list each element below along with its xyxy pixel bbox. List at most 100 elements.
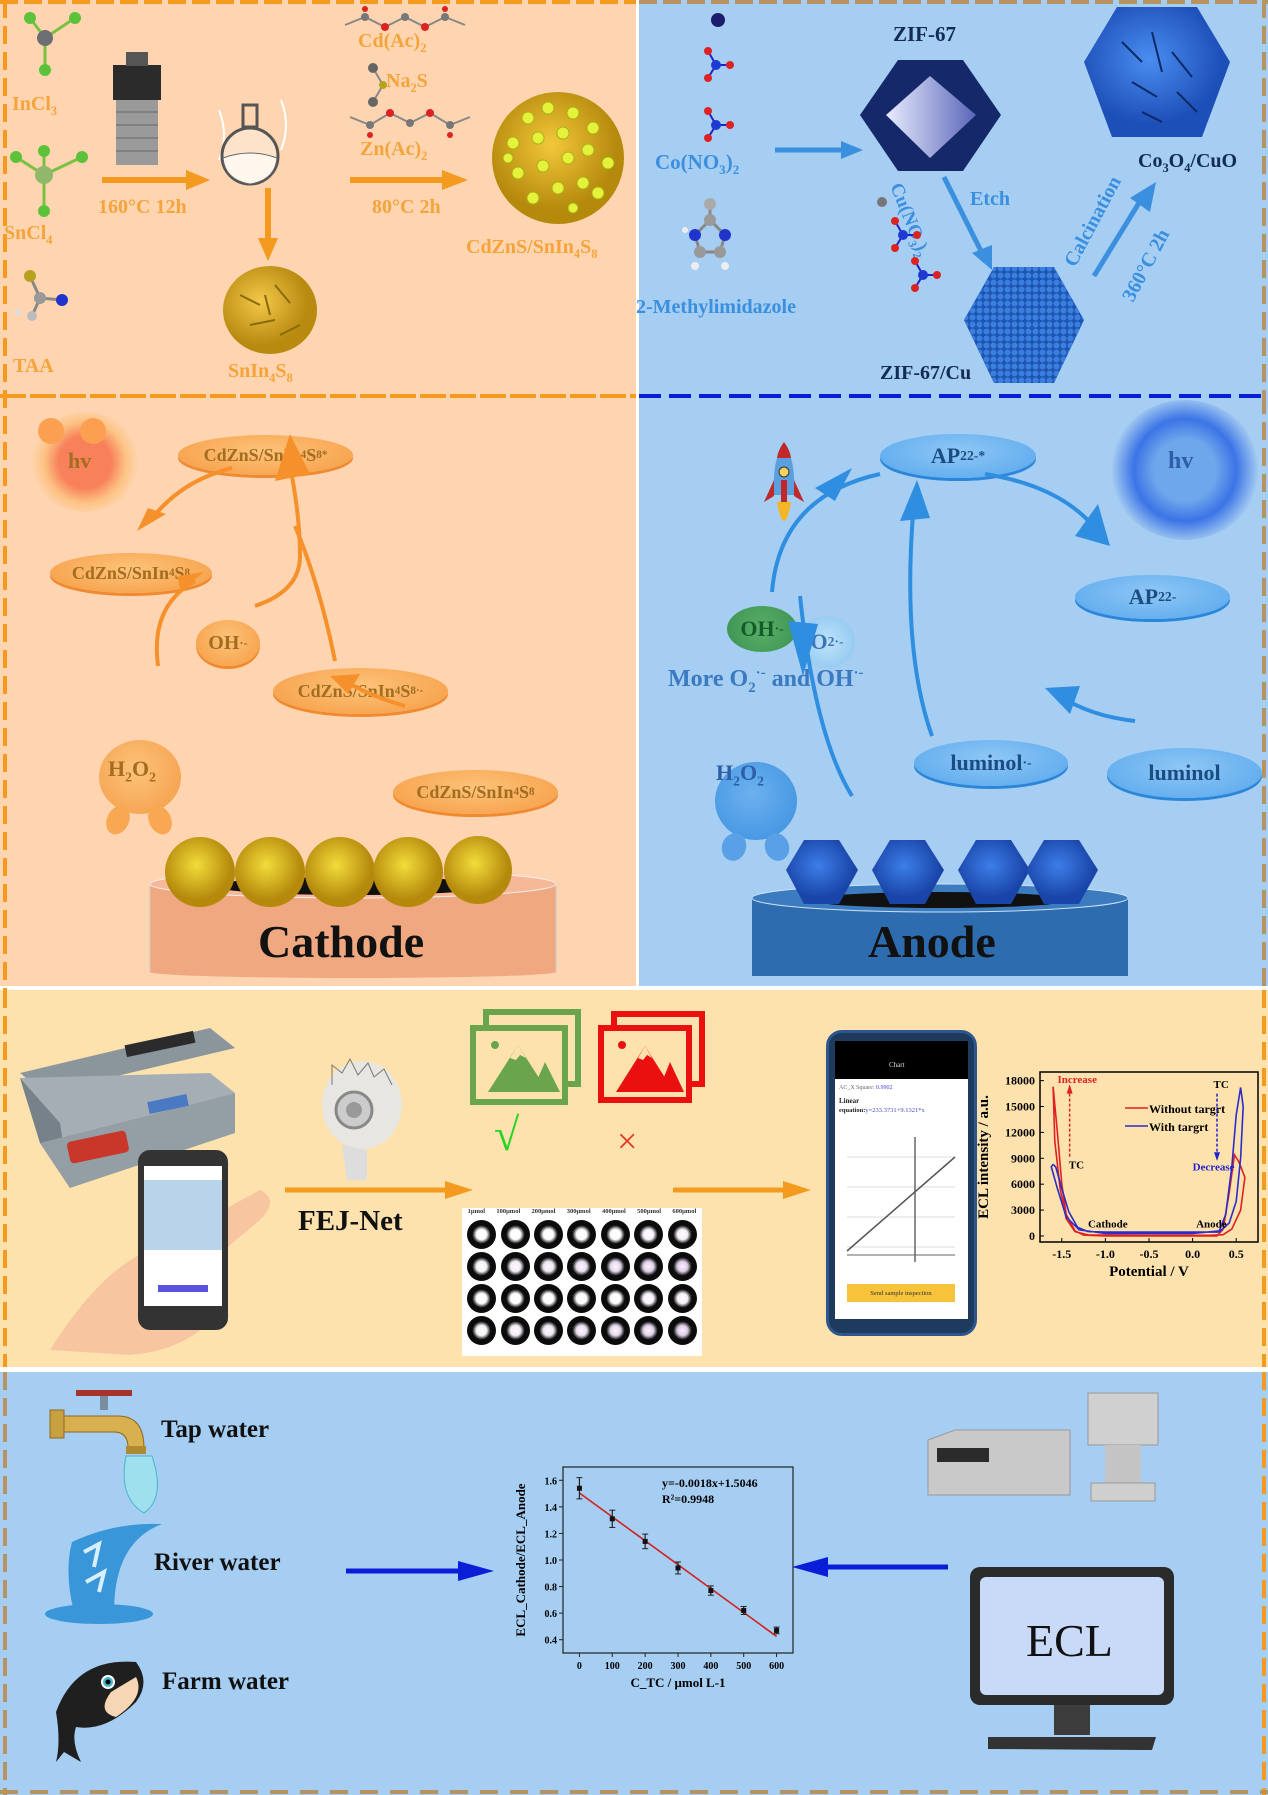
- incl3-molecule-icon: [24, 12, 81, 76]
- phone-screen: AC_X Square: 0.9902 Linear equation:y=23…: [835, 1079, 968, 1319]
- h2o2-anode-body: [715, 762, 797, 840]
- zif67-cu-crystal-icon: [964, 267, 1084, 383]
- x-axis-label: C_TC / μmol L-1: [630, 1675, 725, 1690]
- data-point: [675, 1565, 681, 1571]
- ecl-well-image: [467, 1252, 497, 1281]
- arrow-down-snin4s8: [258, 188, 278, 261]
- divider-orange: [0, 394, 636, 398]
- x-tick-label: 0.5: [1229, 1247, 1244, 1261]
- zif67-label: ZIF-67: [893, 22, 956, 46]
- ecl-well-image: [634, 1220, 664, 1249]
- right-border-top: [1262, 0, 1266, 396]
- x-tick-label: 100: [605, 1661, 620, 1672]
- legend-label: Without targrt: [1149, 1102, 1225, 1116]
- reagent-zn-acetate: Zn(Ac)2: [360, 138, 428, 163]
- arrow-right-phone: [673, 1181, 811, 1199]
- y-tick-label: 18000: [1005, 1074, 1035, 1088]
- bottom-border: [0, 1790, 1268, 1794]
- ecl-well-image: [567, 1252, 597, 1281]
- sample-river-water: River water: [154, 1549, 281, 1576]
- annotation-anode: Anode: [1196, 1218, 1227, 1230]
- ecl-well-image: [467, 1284, 497, 1313]
- grid-column-label: 500μmol: [637, 1208, 662, 1215]
- annotation-increase: Increase: [1057, 1074, 1097, 1086]
- ecl-analyzer-instrument-icon: [927, 1392, 1159, 1502]
- right-border-bottom: [1262, 1372, 1266, 1795]
- hv-cathode-label: hv: [68, 448, 92, 473]
- ecl-well-image: [467, 1316, 497, 1345]
- reagent-sncl4: SnCl4: [4, 222, 53, 247]
- x-tick-label: 500: [736, 1661, 751, 1672]
- anode-arrows: [770, 468, 1136, 798]
- hv-glow-anode: [1110, 400, 1260, 540]
- hv-bump-left: [38, 418, 64, 444]
- phone-mini-chart: [846, 1137, 956, 1262]
- x-tick-label: 300: [671, 1661, 686, 1672]
- data-point: [609, 1516, 615, 1522]
- state-anode-luminol: luminol: [1107, 748, 1262, 798]
- y-tick-label: 6000: [1011, 1177, 1035, 1191]
- reagent-taa: TAA: [13, 355, 54, 377]
- ecl-well-image: [467, 1220, 497, 1249]
- reagent-na2s: Na2S: [386, 70, 428, 95]
- oh-anode-bubble: OH·-: [727, 606, 797, 652]
- river-water-icon: [45, 1523, 162, 1624]
- co3o4-cuo-sphere-icon: [1084, 7, 1230, 137]
- na2s-molecule-icon: [368, 63, 387, 107]
- arrow-samples-to-chart: [346, 1561, 494, 1581]
- left-border-bottom: [3, 1372, 7, 1795]
- increase-arrowhead: [1066, 1084, 1073, 1094]
- phone-linear-label: Linear: [839, 1097, 860, 1105]
- ai-head-icon: [322, 1057, 402, 1180]
- x-tick-label: 200: [638, 1661, 653, 1672]
- snin4s8-sphere-icon: [223, 266, 317, 354]
- grid-column-label: 100μmol: [496, 1208, 521, 1215]
- monitor-ecl-label: ECL: [1026, 1615, 1113, 1666]
- state-cathode-oh-radical: OH·-: [196, 620, 260, 666]
- product-cdzns-snin4s8: CdZnS/SnIn4S8: [466, 236, 598, 261]
- sncl4-molecule-icon: [10, 145, 88, 217]
- cu-atom-icon: [877, 197, 887, 207]
- legend-label: With targrt: [1149, 1120, 1208, 1134]
- phone-rsq: AC_X Square: 0.9902: [839, 1085, 893, 1091]
- ecl-well-image: [500, 1284, 530, 1313]
- grid-column-label: 400μmol: [601, 1208, 626, 1215]
- reagent-methylimidazole: 2-Methylimidazole: [636, 296, 796, 318]
- y-axis-label: ECL intensity / a.u.: [976, 1095, 992, 1219]
- reagent-co-nitrate: Co(NO3)2: [655, 150, 740, 178]
- y-tick-label: 1.6: [545, 1476, 558, 1487]
- step2-condition: 80°C 2h: [372, 196, 441, 218]
- fejnet-label: FEJ-Net: [298, 1205, 403, 1237]
- zif67-cu-label: ZIF-67/Cu: [880, 362, 972, 384]
- ecl-well-image: [567, 1220, 597, 1249]
- ecl-well-image: [634, 1284, 664, 1313]
- y-tick-label: 0.4: [545, 1636, 558, 1647]
- divider-blue: [639, 394, 1268, 398]
- data-point: [774, 1627, 780, 1633]
- x-tick-label: 0: [577, 1661, 582, 1672]
- top-border-left: [0, 0, 636, 4]
- cdzns-snin4s8-sphere-icon: [492, 92, 624, 224]
- sample-tap-water: Tap water: [161, 1416, 270, 1443]
- phone-status-bar: [835, 1041, 968, 1079]
- h2o2-cathode-label: H2O2: [108, 756, 156, 785]
- intermediate-snin4s8: SnIn4S8: [228, 360, 293, 385]
- arrow-instrument-to-chart: [792, 1557, 948, 1577]
- anode-label: Anode: [868, 916, 996, 967]
- nitrate-molecule-icon-3: [891, 217, 921, 252]
- grid-column-label: 300μmol: [566, 1208, 591, 1215]
- zn-acetate-molecule-icon: [349, 109, 471, 138]
- rejected-image-icon: [598, 1011, 705, 1103]
- accepted-image-icon: [470, 1009, 581, 1105]
- x-axis-label: Potential / V: [1109, 1264, 1189, 1280]
- grid-wells: [462, 1218, 702, 1347]
- y-axis-label: ECL_Cathode/ECL_Anode: [513, 1483, 528, 1636]
- x-tick-label: 600: [769, 1661, 784, 1672]
- grid-column-label: 200μmol: [531, 1208, 556, 1215]
- phone-send-button[interactable]: Send sample inspection: [847, 1284, 955, 1302]
- reagent-cd-acetate: Cd(Ac)2: [358, 30, 427, 55]
- x-tick-label: -0.5: [1140, 1247, 1159, 1261]
- zif67-crystal-icon: [860, 60, 1001, 171]
